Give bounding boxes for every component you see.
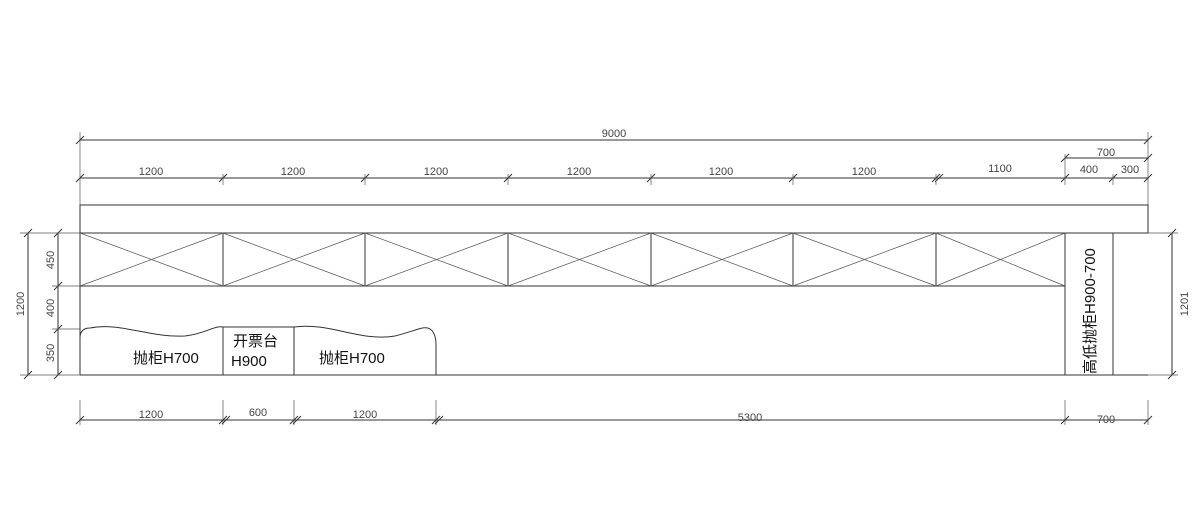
dim-bottom-seg-1: 1200	[139, 409, 163, 421]
ticket-counter-label-1: 开票台	[233, 333, 278, 350]
dim-top-seg-4: 1200	[567, 166, 591, 178]
dim-top-seg-7: 1100	[988, 163, 1012, 175]
truss-x-bracing	[79, 232, 1066, 287]
cabinet-left: 抛柜H700	[79, 326, 224, 375]
dim-left-seg-2: 400	[45, 299, 57, 317]
dim-bottom-seg-3: 1200	[353, 409, 377, 421]
dim-right-seg-2: 300	[1121, 164, 1139, 176]
dim-right-height: 1201	[1148, 228, 1191, 380]
dim-right-seg-1: 400	[1080, 164, 1098, 176]
dim-bottom-seg-2: 600	[249, 407, 267, 419]
ticket-counter-label-2: H900	[231, 353, 267, 370]
cabinet-middle-label: 抛柜H700	[319, 350, 385, 367]
dim-top-seg-5: 1200	[709, 166, 733, 178]
dim-left-total: 1200	[15, 292, 27, 316]
dim-right-overall-text: 700	[1097, 147, 1115, 159]
dim-left-seg-3: 350	[45, 344, 57, 362]
dim-top-seg-6: 1200	[852, 166, 876, 178]
dim-top-segments: 1200 1200 1200 1200 1200 1200 1100 400 3…	[75, 154, 1153, 185]
dim-bottom-segments: 1200 600 1200 5300 700	[75, 400, 1153, 426]
cabinet-middle: 抛柜H700	[293, 325, 437, 375]
ticket-counter: 开票台 H900	[222, 326, 295, 376]
dim-right-height-text: 1201	[1179, 292, 1191, 316]
dim-left: 1200 450 400 350	[15, 228, 80, 380]
cabinet-left-label: 抛柜H700	[133, 350, 199, 367]
tall-low-cabinet: 高低抛柜H900-700	[1082, 248, 1099, 374]
dim-top-seg-3: 1200	[424, 166, 448, 178]
dim-top-seg-1: 1200	[139, 166, 163, 178]
tall-low-cabinet-label: 高低抛柜H900-700	[1082, 248, 1099, 374]
elevation-body	[79, 204, 1149, 376]
dim-right-overall: 700	[1060, 147, 1153, 163]
dim-total-width-text: 9000	[602, 128, 626, 140]
dim-top-seg-2: 1200	[281, 166, 305, 178]
dim-bottom-seg-5: 700	[1097, 414, 1115, 426]
dim-bottom-seg-4: 5300	[738, 412, 762, 424]
dim-left-seg-1: 450	[45, 251, 57, 269]
dim-total-width: 9000	[75, 128, 1153, 205]
